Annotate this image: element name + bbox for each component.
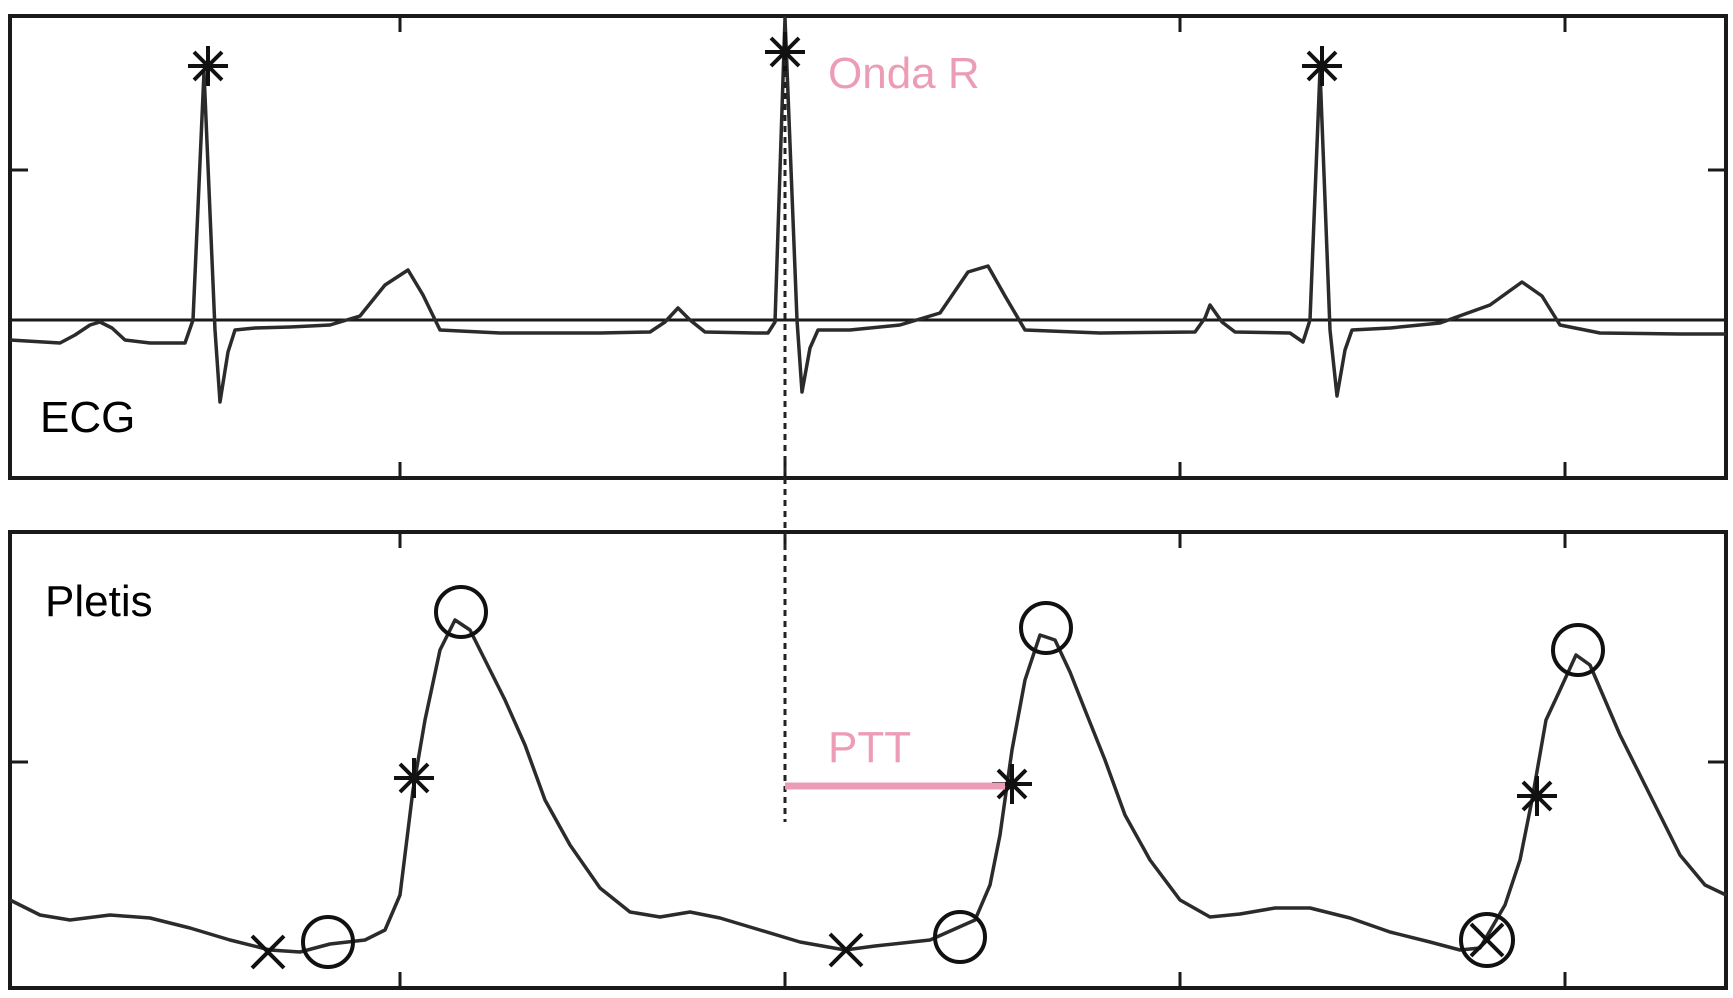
r-peak-marker	[1302, 46, 1342, 86]
minimum-circle-marker	[1459, 912, 1515, 968]
minimum-circle-marker	[301, 915, 355, 969]
max-slope-asterisk-marker	[394, 758, 434, 798]
max-slope-asterisk-marker	[992, 764, 1032, 804]
ecg-label: ECG	[40, 393, 135, 442]
foot-cross-marker	[1469, 922, 1505, 958]
peak-circle-marker	[434, 585, 488, 639]
pletis-panel: Pletis	[8, 530, 1728, 990]
pletis-label: Pletis	[45, 577, 153, 626]
minimum-circle-marker	[933, 910, 987, 964]
pletis-trace	[9, 618, 1727, 954]
r-peak-markers	[188, 32, 1342, 86]
foot-cross-marker	[250, 934, 286, 970]
foot-cross-marker	[828, 932, 864, 968]
r-peak-marker	[765, 32, 805, 72]
onda-r-annotation: Onda R	[828, 49, 980, 98]
ptt-annotation: PTT	[828, 723, 911, 772]
ecg-trace	[9, 16, 1726, 404]
max-slope-asterisk-marker	[1517, 776, 1557, 816]
peak-circle-marker	[1019, 601, 1073, 655]
pletis-markers	[250, 585, 1605, 970]
ecg-panel-frame	[8, 14, 1728, 480]
r-peak-marker	[188, 46, 228, 86]
peak-circle-marker	[1551, 623, 1605, 677]
ecg-panel: ECG Onda R	[8, 14, 1728, 480]
pletis-panel-frame	[8, 530, 1728, 990]
